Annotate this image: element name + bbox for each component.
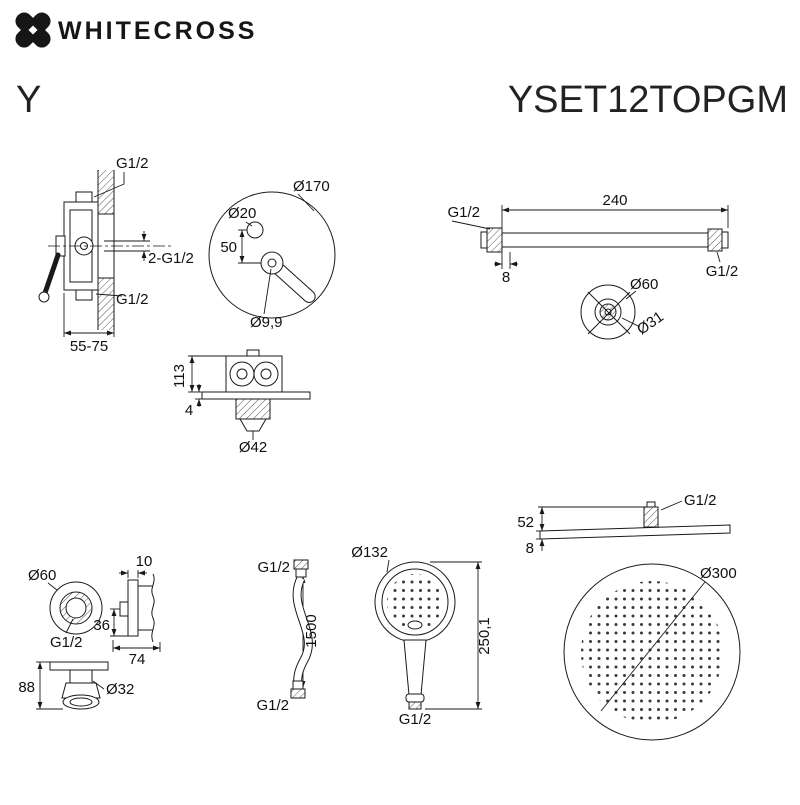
mixer-handle bbox=[42, 252, 61, 296]
dim-label-outlet-bracket-depth: 74 bbox=[129, 651, 146, 668]
dim-label-bottom-thread: G1/2 bbox=[116, 291, 149, 308]
dim-label-head-plate-thickness: 8 bbox=[526, 540, 534, 557]
wall-line bbox=[151, 573, 155, 643]
dim-label-plate-diameter: Ø170 bbox=[293, 178, 330, 195]
dim-label-escutcheon-diameter: Ø42 bbox=[239, 439, 267, 456]
dim-label-mounting-depth: 55-75 bbox=[70, 338, 108, 355]
mixer-front-dimensions bbox=[238, 193, 315, 315]
dim-label-pin-diameter: Ø9,9 bbox=[250, 314, 283, 331]
brand-logo: WHITECROSS bbox=[15, 12, 257, 48]
dim-label-outlet-thread: G1/2 bbox=[50, 634, 83, 651]
dim-label-arm-end-thread: G1/2 bbox=[706, 263, 739, 280]
dim-label-outlet-threads: 2-G1/2 bbox=[148, 250, 194, 267]
dim-label-arm-wall-thread: G1/2 bbox=[447, 204, 480, 221]
dim-label-hose-length: 1500 bbox=[303, 614, 320, 647]
dim-label-arm-length: 240 bbox=[602, 192, 627, 209]
dim-label-outlet-pipe-diameter: Ø32 bbox=[106, 681, 134, 698]
drawing-mixer-top-view: 113 4 Ø42 bbox=[171, 349, 311, 456]
dim-label-outlet-flange-diameter: Ø60 bbox=[28, 567, 56, 584]
drawing-hand-shower: Ø132 250,1 G1/2 bbox=[351, 544, 493, 728]
shower-arm-dimensions bbox=[451, 205, 729, 269]
head-side-dimensions bbox=[536, 500, 683, 551]
drawing-shower-arm: G1/2 240 8 G1/2 Ø60 Ø31 bbox=[447, 192, 739, 340]
dim-label-hole-offset: 50 bbox=[220, 239, 237, 256]
series-title: Y bbox=[16, 79, 41, 121]
dim-label-connector-height: 52 bbox=[517, 514, 534, 531]
shower-arm-flange bbox=[580, 284, 641, 340]
dim-label-head-diameter: Ø300 bbox=[700, 565, 737, 582]
dim-label-outlet-plate-thickness: 10 bbox=[136, 553, 153, 570]
nozzle-field bbox=[581, 581, 723, 723]
drawing-shower-hose: G1/2 1500 G1/2 bbox=[256, 559, 320, 714]
dim-label-outlet-body-height: 88 bbox=[18, 679, 35, 696]
dim-label-collar-diameter: Ø31 bbox=[634, 308, 667, 338]
model-title: YSET12TOPGM bbox=[508, 79, 788, 121]
dim-label-hand-shower-thread: G1/2 bbox=[399, 711, 432, 728]
drawing-head-bottom-view: Ø300 bbox=[563, 563, 741, 741]
hand-shower-handle bbox=[403, 639, 427, 696]
mixer-top-dimensions bbox=[188, 355, 254, 440]
hand-shower-dimensions bbox=[386, 559, 482, 710]
dim-label-hand-shower-diameter: Ø132 bbox=[351, 544, 388, 561]
drawing-mixer-side-view: G1/2 2-G1/2 G1/2 55-75 bbox=[38, 155, 194, 355]
mixer-side-dimensions bbox=[63, 172, 150, 337]
outlet-body-dimensions bbox=[36, 661, 105, 710]
drawing-head-side-view: G1/2 52 8 bbox=[517, 492, 731, 557]
hand-shower-nozzles bbox=[387, 574, 443, 630]
dim-label-head-thread: G1/2 bbox=[684, 492, 717, 509]
dim-label-top-thread: G1/2 bbox=[116, 155, 149, 172]
whitecross-x-logo-icon bbox=[15, 12, 51, 48]
outlet-bracket-dimensions bbox=[110, 570, 161, 652]
drawing-mixer-front-view: Ø170 Ø20 50 Ø9,9 bbox=[208, 178, 336, 331]
brand-name: WHITECROSS bbox=[58, 17, 257, 45]
dim-label-hose-top-thread: G1/2 bbox=[257, 559, 290, 576]
dim-label-plate-thickness: 4 bbox=[185, 402, 193, 419]
dim-label-outlet-bracket-height: 36 bbox=[93, 617, 110, 634]
dim-label-trim-height: 113 bbox=[171, 364, 188, 388]
dim-label-flange-diameter: Ø60 bbox=[630, 276, 658, 293]
drawing-wall-outlet: Ø60 G1/2 10 36 74 bbox=[18, 553, 161, 710]
dim-label-hose-bottom-thread: G1/2 bbox=[256, 697, 289, 714]
dim-label-hand-shower-length: 250,1 bbox=[476, 617, 493, 655]
dim-label-flange-offset: 8 bbox=[502, 269, 510, 286]
dim-label-hole-diameter: Ø20 bbox=[228, 205, 256, 222]
